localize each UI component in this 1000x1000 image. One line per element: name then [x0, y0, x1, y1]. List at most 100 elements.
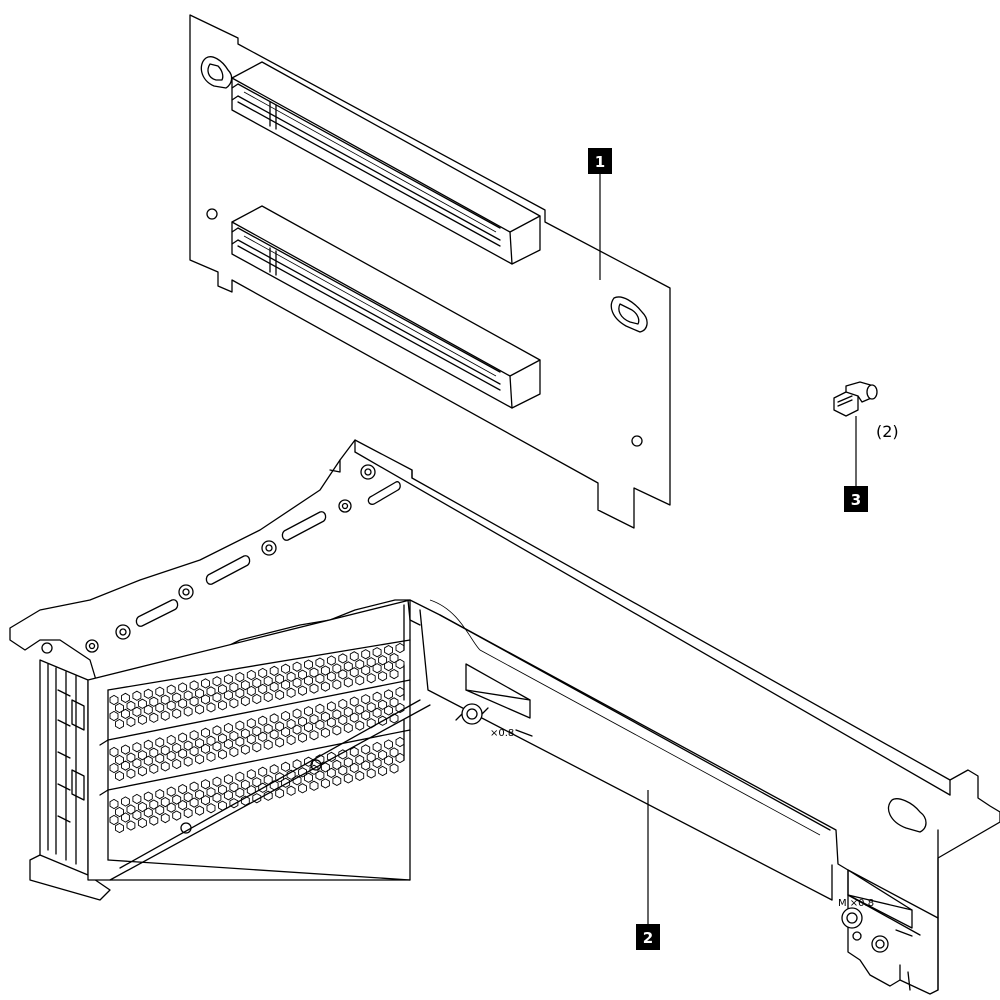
svg-text:1: 1: [595, 153, 605, 171]
vent-hex: [269, 764, 279, 775]
vent-hex: [189, 696, 199, 707]
vent-hex: [183, 756, 193, 767]
vent-hex: [195, 688, 205, 699]
svg-text:3: 3: [851, 491, 861, 509]
vent-hex: [378, 765, 388, 777]
vent-hex: [229, 682, 239, 693]
vent-hex: [361, 744, 371, 755]
vent-hex: [132, 758, 142, 769]
vent-hex: [281, 663, 291, 674]
screw-marking-left: ×0.8: [490, 728, 514, 739]
vent-hex: [166, 750, 176, 762]
vent-hex: [298, 767, 307, 778]
vent-hex: [178, 682, 188, 693]
vent-hex: [206, 686, 216, 697]
vent-hex: [223, 774, 233, 785]
vent-hex: [195, 738, 205, 749]
vent-hex: [395, 642, 405, 654]
vent-hex: [326, 655, 336, 666]
vent-hex: [309, 667, 319, 678]
vent-hex: [149, 712, 159, 723]
callout-3: 3: [844, 486, 868, 512]
vent-hex: [395, 752, 405, 764]
vent-hex: [172, 692, 182, 703]
vent-hex: [183, 791, 193, 803]
vent-hex: [240, 779, 250, 790]
vent-hex: [235, 687, 245, 699]
vent-hex: [160, 694, 170, 705]
vent-hex: [115, 806, 124, 818]
vent-hex: [286, 687, 296, 698]
vent-hex: [240, 728, 250, 739]
vent-hex: [126, 752, 136, 763]
vent-hex: [218, 733, 227, 744]
vent-hex: [201, 694, 210, 705]
vent-hex: [126, 700, 136, 712]
vent-hex: [275, 689, 285, 701]
vent-hex: [223, 790, 233, 801]
vent-hex: [155, 686, 165, 697]
vent-hex: [126, 768, 136, 779]
vent-hex: [378, 655, 388, 666]
vent-hex: [263, 790, 273, 801]
vent-hex: [258, 715, 268, 726]
vent-hex: [372, 757, 382, 769]
vent-hex: [343, 661, 353, 672]
vent-hex: [155, 788, 165, 800]
vent-hex: [229, 782, 239, 793]
vent-hex: [218, 784, 227, 795]
vent-hex: [338, 714, 348, 726]
vent-hex: [195, 704, 205, 715]
vent-hex: [240, 679, 250, 691]
vent-hex: [121, 692, 130, 704]
vent-hex: [240, 795, 250, 806]
vent-hex: [246, 669, 256, 681]
vent-hex: [223, 722, 233, 734]
vent-hex: [246, 734, 256, 745]
vent-hex: [395, 658, 405, 670]
vent-hex: [326, 717, 336, 728]
vent-hex: [361, 694, 371, 705]
vent-hex: [309, 714, 319, 725]
vent-hex: [269, 780, 279, 791]
vent-hex: [281, 679, 291, 690]
vent-hex: [218, 749, 227, 760]
vent-hex: [315, 657, 325, 668]
vent-hex: [361, 760, 371, 771]
vent-hex: [366, 702, 376, 713]
vent-hex: [218, 800, 227, 811]
vent-hex: [206, 751, 216, 762]
vent-hex: [269, 665, 279, 677]
vent-hex: [281, 710, 291, 722]
svg-text:2: 2: [643, 929, 653, 947]
vent-hex: [315, 703, 325, 714]
vent-hex: [172, 810, 182, 821]
vent-hex: [298, 685, 307, 696]
vent-hex: [195, 805, 205, 816]
vent-hex: [109, 710, 119, 722]
vent-hex: [355, 720, 365, 731]
vent-hex: [235, 720, 245, 731]
vent-hex: [286, 785, 296, 796]
vent-hex: [372, 647, 382, 658]
vent-hex: [132, 706, 142, 717]
vent-hex: [320, 727, 330, 738]
vent-hex: [298, 732, 307, 743]
vent-hex: [143, 688, 153, 699]
vent-hex: [304, 756, 313, 767]
vent-hex: [332, 663, 342, 674]
vent-hex: [126, 716, 136, 728]
vent-hex: [315, 754, 325, 765]
vent-hex: [212, 692, 222, 703]
vent-hex: [195, 789, 205, 800]
vent-hex: [395, 686, 405, 698]
screw-quantity-label: (2): [876, 422, 899, 441]
vent-hex: [229, 698, 239, 709]
vent-hex: [292, 661, 302, 672]
vent-hex: [258, 683, 268, 695]
vent-hex: [201, 779, 210, 790]
vent-hex: [349, 667, 359, 678]
vent-hex: [269, 729, 279, 740]
vent-hex: [246, 685, 256, 697]
vent-hex: [143, 807, 153, 818]
